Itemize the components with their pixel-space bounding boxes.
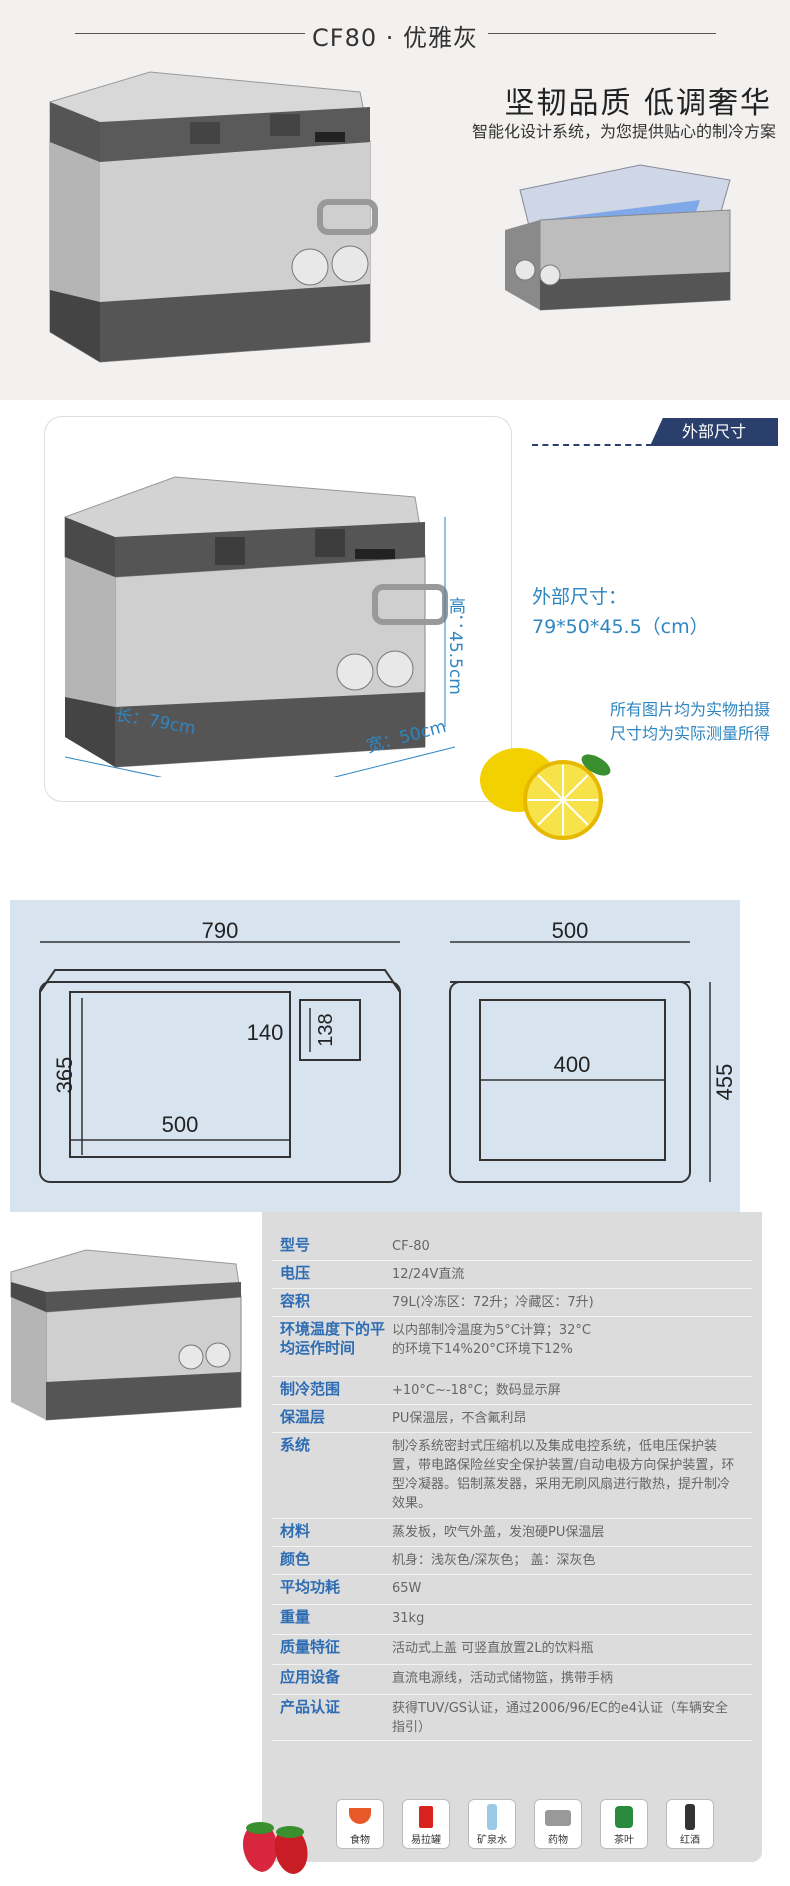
wine-bottle-icon [685,1804,695,1830]
external-size-value: 79*50*45.5（cm） [532,616,709,638]
soda-can-icon [419,1806,433,1828]
spec-row: 制冷范围 +10°C~-18°C；数码显示屏 [272,1376,752,1405]
spec-row: 质量特征 活动式上盖 可竖直放置2L的饮料瓶 [272,1634,752,1665]
fridge-closed-image [49,71,378,363]
lemon-image [480,748,611,840]
spec-value: 活动式上盖 可竖直放置2L的饮料瓶 [392,1641,594,1656]
dimension-card: 高：45.5cm 长：79cm 宽：50cm [44,416,512,802]
dim-500-right: 500 [552,918,589,943]
subtitle: 智能化设计系统，为您提供贴心的制冷方案 [471,122,776,141]
fridge-open-image [505,164,731,311]
measure-note: 尺寸均为实际测量所得 [609,724,770,743]
medicine-icon [545,1810,571,1826]
spec-label: 制冷范围 [280,1380,341,1398]
strawberry-image [242,1822,308,1874]
spec-label: 环境温度下的平均运作时间 [280,1320,386,1357]
spec-value: 制冷系统密封式压缩机以及集成电控系统，低电压保护装置，带电路保险丝安全保护装置/… [392,1439,735,1511]
external-size-badge: 外部尺寸 [650,418,778,446]
slogan: 坚韧品质 低调奢华 [504,86,772,121]
usage-icons: 食物 易拉罐 矿泉水 药物 茶叶 红酒 [336,1799,720,1855]
spec-label: 重量 [280,1608,311,1626]
spec-label: 型号 [280,1236,311,1254]
food-bowl-icon [349,1808,371,1824]
spec-row: 环境温度下的平均运作时间 以内部制冷温度为5°C计算；32°C的环境下14%20… [272,1316,752,1377]
spec-value: 蒸发板，吹气外盖，发泡硬PU保温层 [392,1525,605,1540]
dim-500-inner: 500 [162,1112,199,1137]
spec-value: 79L(冷冻区：72升；冷藏区：7升) [392,1295,594,1310]
spec-row: 应用设备 直流电源线，活动式储物篮，携带手柄 [272,1664,752,1695]
dim-790: 790 [202,918,239,943]
dim-455: 455 [712,1064,737,1101]
spec-row: 材料 蒸发板，吹气外盖，发泡硬PU保温层 [272,1518,752,1547]
title-divider-right [488,33,716,34]
spec-table: 型号 CF-80 电压 12/24V直流 容积 79L(冷冻区：72升；冷藏区：… [262,1212,762,1862]
spec-label: 颜色 [280,1550,311,1568]
product-title: CF80 · 优雅灰 [312,24,478,52]
icon-can: 易拉罐 [402,1799,450,1849]
dim-400: 400 [554,1052,591,1077]
spec-value: 直流电源线，活动式储物篮，携带手柄 [392,1671,614,1686]
dim-365: 365 [52,1057,77,1094]
icon-medicine: 药物 [534,1799,582,1849]
water-bottle-icon [487,1804,497,1830]
spec-value: +10°C~-18°C；数码显示屏 [392,1383,561,1398]
icon-wine: 红酒 [666,1799,714,1849]
dim-140: 140 [247,1020,284,1045]
technical-drawing: 790 500 365 500 140 138 400 455 [39,918,737,1183]
title-divider-left [75,33,305,34]
height-label: 高：45.5cm [445,597,465,695]
spec-row: 系统 制冷系统密封式压缩机以及集成电控系统，低电压保护装置，带电路保险丝安全保护… [272,1432,752,1519]
spec-value: 65W [392,1581,422,1596]
hero-section: CF80 · 优雅灰 坚韧品质 低调奢华 智能化设计系统，为您提供贴心的制冷方案 [0,0,790,400]
spec-label: 平均功耗 [280,1578,341,1596]
spec-row: 电压 12/24V直流 [272,1260,752,1289]
spec-row: 产品认证 获得TUV/GS认证，通过2006/96/EC的e4认证（车辆安全指引… [272,1694,752,1741]
spec-label: 应用设备 [280,1668,341,1686]
external-size-section: 高：45.5cm 长：79cm 宽：50cm 外部尺寸 外部尺寸： 79*50*… [0,400,790,870]
spec-row: 型号 CF-80 [272,1232,752,1261]
spec-label: 保温层 [280,1408,326,1426]
technical-drawing-section: 790 500 365 500 140 138 400 455 [10,900,740,1212]
spec-value: 12/24V直流 [392,1267,465,1282]
icon-water: 矿泉水 [468,1799,516,1849]
tea-can-icon [615,1806,633,1828]
spec-row: 平均功耗 65W [272,1574,752,1605]
spec-label: 系统 [280,1436,311,1454]
icon-food: 食物 [336,1799,384,1849]
spec-label: 电压 [280,1264,311,1282]
spec-value: PU保温层，不含氟利昂 [392,1411,527,1426]
spec-value: CF-80 [392,1239,430,1254]
spec-row: 保温层 PU保温层，不含氟利昂 [272,1404,752,1433]
specification-section: 型号 CF-80 电压 12/24V直流 容积 79L(冷冻区：72升；冷藏区：… [0,1212,790,1886]
badge-divider [532,444,652,446]
spec-label: 质量特征 [280,1638,341,1656]
photo-note: 所有图片均为实物拍摄 [609,700,770,719]
spec-label: 产品认证 [280,1698,341,1716]
external-size-title: 外部尺寸： [532,586,628,608]
icon-tea: 茶叶 [600,1799,648,1849]
fridge-spec-image [10,1249,242,1421]
spec-value: 机身：浅灰色/深灰色； 盖：深灰色 [392,1553,596,1568]
spec-value: 31kg [392,1611,425,1626]
spec-label: 材料 [280,1522,311,1540]
spec-row: 重量 31kg [272,1604,752,1635]
spec-label: 容积 [280,1292,311,1310]
spec-row: 颜色 机身：浅灰色/深灰色； 盖：深灰色 [272,1546,752,1575]
fridge-dimension-image [64,476,456,777]
spec-row: 容积 79L(冷冻区：72升；冷藏区：7升) [272,1288,752,1317]
dim-138: 138 [315,1013,337,1046]
spec-value: 获得TUV/GS认证，通过2006/96/EC的e4认证（车辆安全指引） [392,1701,729,1735]
spec-value: 以内部制冷温度为5°C计算；32°C的环境下14%20°C环境下12% [392,1323,591,1357]
